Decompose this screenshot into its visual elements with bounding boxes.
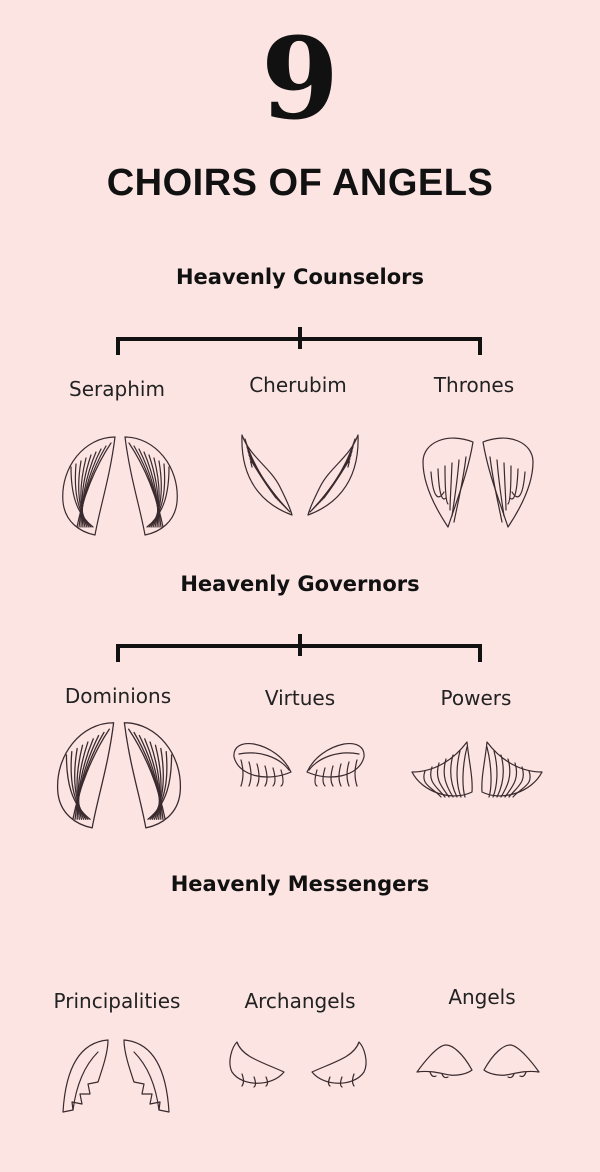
choir-label-archangels: Archangels	[244, 989, 356, 1013]
choir-label-dominions: Dominions	[64, 684, 172, 708]
choir-label-angels: Angels	[448, 985, 516, 1009]
wings-icon	[412, 1040, 544, 1080]
wings-icon	[55, 427, 185, 537]
wings-icon	[418, 427, 538, 532]
wings-icon	[404, 732, 550, 807]
wings-icon	[228, 732, 370, 797]
group-heavenly-messengers: Heavenly Messengers Principalities Archa…	[0, 872, 600, 1172]
choir-label-powers: Powers	[440, 686, 512, 710]
wings-icon	[58, 1032, 174, 1118]
choir-count-number: 9	[261, 14, 339, 145]
hierarchy-bracket	[0, 922, 600, 962]
group-title: Heavenly Messengers	[170, 872, 430, 896]
group-heavenly-governors: Heavenly Governors Dominions Virtues Pow…	[0, 572, 600, 872]
choir-label-seraphim: Seraphim	[69, 377, 165, 401]
wings-icon	[48, 712, 190, 830]
choir-label-virtues: Virtues	[264, 686, 336, 710]
choir-label-thrones: Thrones	[433, 373, 515, 397]
group-heavenly-counselors: Heavenly Counselors Seraphim Cherubim Th…	[0, 265, 600, 565]
group-title: Heavenly Counselors	[175, 265, 425, 289]
hierarchy-bracket	[116, 327, 482, 355]
page-title: CHOIRS OF ANGELS	[106, 162, 494, 204]
choir-label-principalities: Principalities	[53, 989, 181, 1013]
hierarchy-bracket	[116, 634, 482, 662]
wings-icon	[222, 1032, 374, 1092]
group-title: Heavenly Governors	[180, 572, 420, 596]
wings-icon	[230, 427, 370, 522]
choir-label-cherubim: Cherubim	[249, 373, 347, 397]
